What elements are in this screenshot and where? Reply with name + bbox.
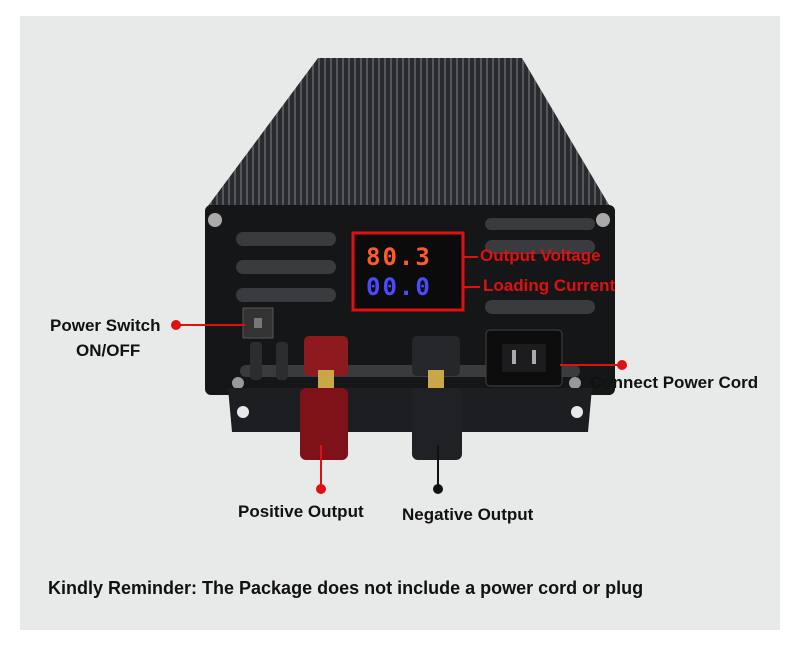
loading-current-label: Loading Current: [483, 276, 616, 295]
current-readout: 00.0: [366, 273, 432, 301]
kindly-reminder: Kindly Reminder: The Package does not in…: [48, 578, 644, 598]
negative-terminal: [412, 336, 462, 460]
positive-output-label: Positive Output: [238, 502, 364, 521]
power-switch-label: Power Switch: [50, 316, 161, 335]
negative-output-label: Negative Output: [402, 505, 534, 524]
output-voltage-label: Output Voltage: [480, 246, 601, 265]
display-frame: [351, 231, 465, 312]
callout-dot-positive: [316, 484, 326, 494]
on-off-label: ON/OFF: [76, 341, 141, 360]
mounting-bracket: [228, 388, 592, 432]
iec-power-socket: [485, 329, 563, 387]
connect-power-cord-label: Connect Power Cord: [590, 373, 759, 392]
callout-dot-switch: [171, 320, 181, 330]
positive-terminal: [300, 336, 348, 460]
callout-dot-negative: [433, 484, 443, 494]
voltage-readout: 80.3: [366, 243, 432, 271]
heatsink-top: [205, 58, 612, 210]
callout-dot-power-cord: [617, 360, 627, 370]
